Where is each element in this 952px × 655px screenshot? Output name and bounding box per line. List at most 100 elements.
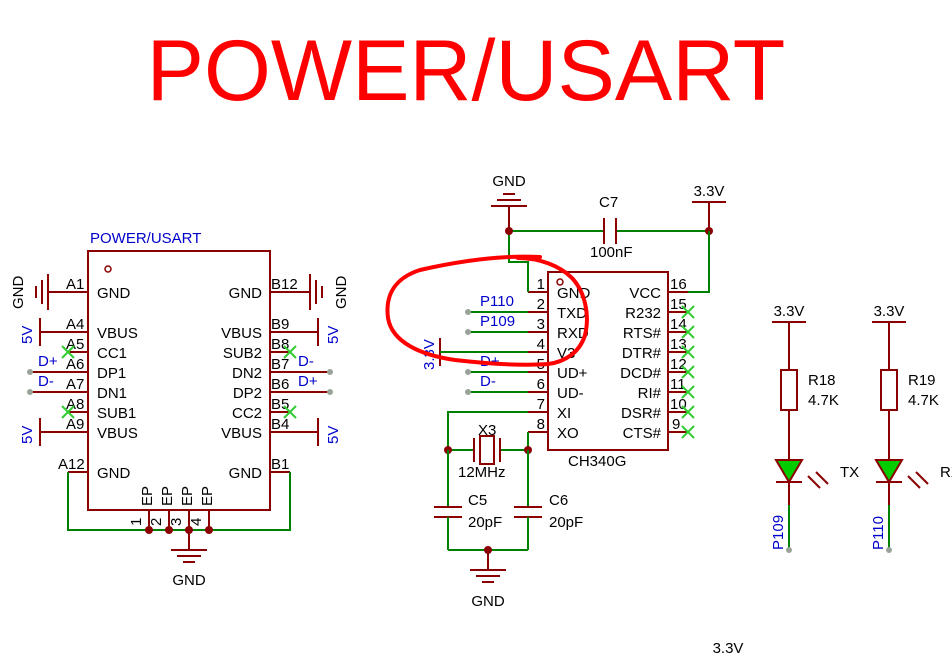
net-label-dplus: D+ — [38, 353, 58, 370]
usb-pin-name: CC1 — [97, 345, 127, 362]
ground-symbol — [35, 274, 58, 310]
pin1-marker — [556, 278, 564, 286]
net-label-5v: 5V — [19, 326, 36, 344]
net-label-5v: 5V — [325, 326, 342, 344]
usb-pin-number: A4 — [66, 316, 84, 333]
usb-pin-number: A12 — [58, 456, 85, 473]
ch340-pin-name: RI# — [638, 385, 662, 402]
usb-ep-pin-number: 2 — [148, 518, 165, 526]
ch340-pin-number: 6 — [537, 376, 545, 393]
usb-pin-name: VBUS — [97, 325, 138, 342]
r19-value: 4.7K — [908, 392, 939, 409]
ch340-pin-number: 15 — [670, 296, 687, 313]
ch340-pin-name: XO — [557, 425, 579, 442]
tx-led-label: TX — [840, 464, 859, 481]
ch340-pin-name: UD+ — [557, 365, 588, 382]
net-label-gnd: GND — [172, 572, 206, 589]
c6-ref: C6 — [549, 492, 568, 509]
no-connect-marker — [681, 365, 695, 379]
no-connect-marker — [61, 345, 75, 359]
usb-pin-number: B6 — [271, 376, 289, 393]
net-label-p110: P110 — [480, 293, 514, 310]
ch340-pin-name: DSR# — [621, 405, 662, 422]
page-title: POWER/USART — [147, 23, 786, 119]
ch340g-chip: CH340G 1 2 3 4 5 6 7 8 GND TXD RXD V3 UD… — [421, 173, 726, 610]
ground-symbol — [491, 193, 527, 207]
x3-value: 12MHz — [458, 464, 506, 481]
ground-symbol — [470, 569, 506, 583]
net-label-3v3: 3.3V — [774, 303, 805, 320]
usb-pin-name: SUB2 — [223, 345, 262, 362]
c6-value: 20pF — [549, 514, 583, 531]
usb-connector-body — [87, 250, 271, 511]
net-label-dminus: D- — [298, 353, 314, 370]
ch340-pin-name: UD- — [557, 385, 584, 402]
net-label-5v: 5V — [325, 426, 342, 444]
ch340-pin-number: 13 — [670, 336, 687, 353]
resistor-r18 — [780, 369, 798, 411]
led-rx — [874, 459, 904, 484]
ch340-pin-name: DCD# — [620, 365, 661, 382]
usb-pin-name: DN2 — [232, 365, 262, 382]
ch340-pin-number: 16 — [670, 276, 687, 293]
net-label-3v3: 3.3V — [713, 640, 744, 655]
ch340-pin-number: 4 — [537, 336, 545, 353]
no-connect-marker — [283, 405, 297, 419]
rx-led-circuit: 3.3V R19 4.7K RX P110 — [870, 303, 952, 553]
no-connect-marker — [681, 385, 695, 399]
usb-pin-number: B5 — [271, 396, 289, 413]
ch340g-body — [547, 271, 669, 451]
usb-pin-number: A6 — [66, 356, 84, 373]
pin1-marker — [104, 265, 112, 273]
ch340-pin-number: 10 — [670, 396, 687, 413]
usb-pin-name: VBUS — [221, 425, 262, 442]
usb-ep-pin-number: 3 — [168, 518, 185, 526]
crystal-x3 — [473, 435, 501, 465]
net-label-dminus: D- — [480, 373, 496, 390]
resistor-r19 — [880, 369, 898, 411]
ch340-pin-number: 14 — [670, 316, 687, 333]
usb-ep-pin-name: EP — [199, 486, 216, 506]
usb-pin-number: B7 — [271, 356, 289, 373]
ch340-pin-name: VCC — [629, 285, 661, 302]
net-label-gnd: GND — [333, 276, 350, 310]
net-label-3v3: 3.3V — [874, 303, 905, 320]
net-label-gnd: GND — [10, 276, 27, 310]
usb-pin-name: DN1 — [97, 385, 127, 402]
usb-pin-number: B9 — [271, 316, 289, 333]
ground-symbol — [302, 274, 323, 310]
usb-pin-number: B4 — [271, 416, 289, 433]
ch340g-ref: CH340G — [568, 453, 626, 470]
net-label-3v3: 3.3V — [694, 183, 725, 200]
usb-pin-name: VBUS — [97, 425, 138, 442]
no-connect-marker — [681, 425, 695, 439]
net-label-p109: P109 — [480, 313, 515, 330]
capacitor-c5 — [434, 506, 462, 518]
usb-pin-number: B12 — [271, 276, 298, 293]
c5-ref: C5 — [468, 492, 487, 509]
usb-ep-pin-number: 1 — [128, 518, 145, 526]
usb-pin-name: GND — [229, 465, 263, 482]
usb-pin-name: GND — [97, 465, 131, 482]
usb-pin-name: CC2 — [232, 405, 262, 422]
usb-pin-number: A9 — [66, 416, 84, 433]
usb-pin-name: GND — [97, 285, 131, 302]
usb-c-connector: POWER/USART A1 A4 A5 A6 A7 A8 A9 A12 GND… — [10, 230, 350, 589]
usb-pin-name: GND — [229, 285, 263, 302]
ch340-pin-name: R232 — [625, 305, 661, 322]
ch340-pin-name: DTR# — [622, 345, 662, 362]
net-label-gnd: GND — [492, 173, 526, 190]
capacitor-c7 — [603, 218, 617, 244]
ch340-pin-name: RXD — [557, 325, 589, 342]
c7-ref: C7 — [599, 194, 618, 211]
no-connect-marker — [283, 345, 297, 359]
net-label-5v: 5V — [19, 426, 36, 444]
net-label-dminus: D- — [38, 373, 54, 390]
ch340-pin-number: 3 — [537, 316, 545, 333]
ch340-pin-name: RTS# — [623, 325, 662, 342]
ch340-pin-name: TXD — [557, 305, 587, 322]
ch340-pin-number: 2 — [537, 296, 545, 313]
ch340-pin-number: 9 — [672, 416, 680, 433]
r19-ref: R19 — [908, 372, 936, 389]
